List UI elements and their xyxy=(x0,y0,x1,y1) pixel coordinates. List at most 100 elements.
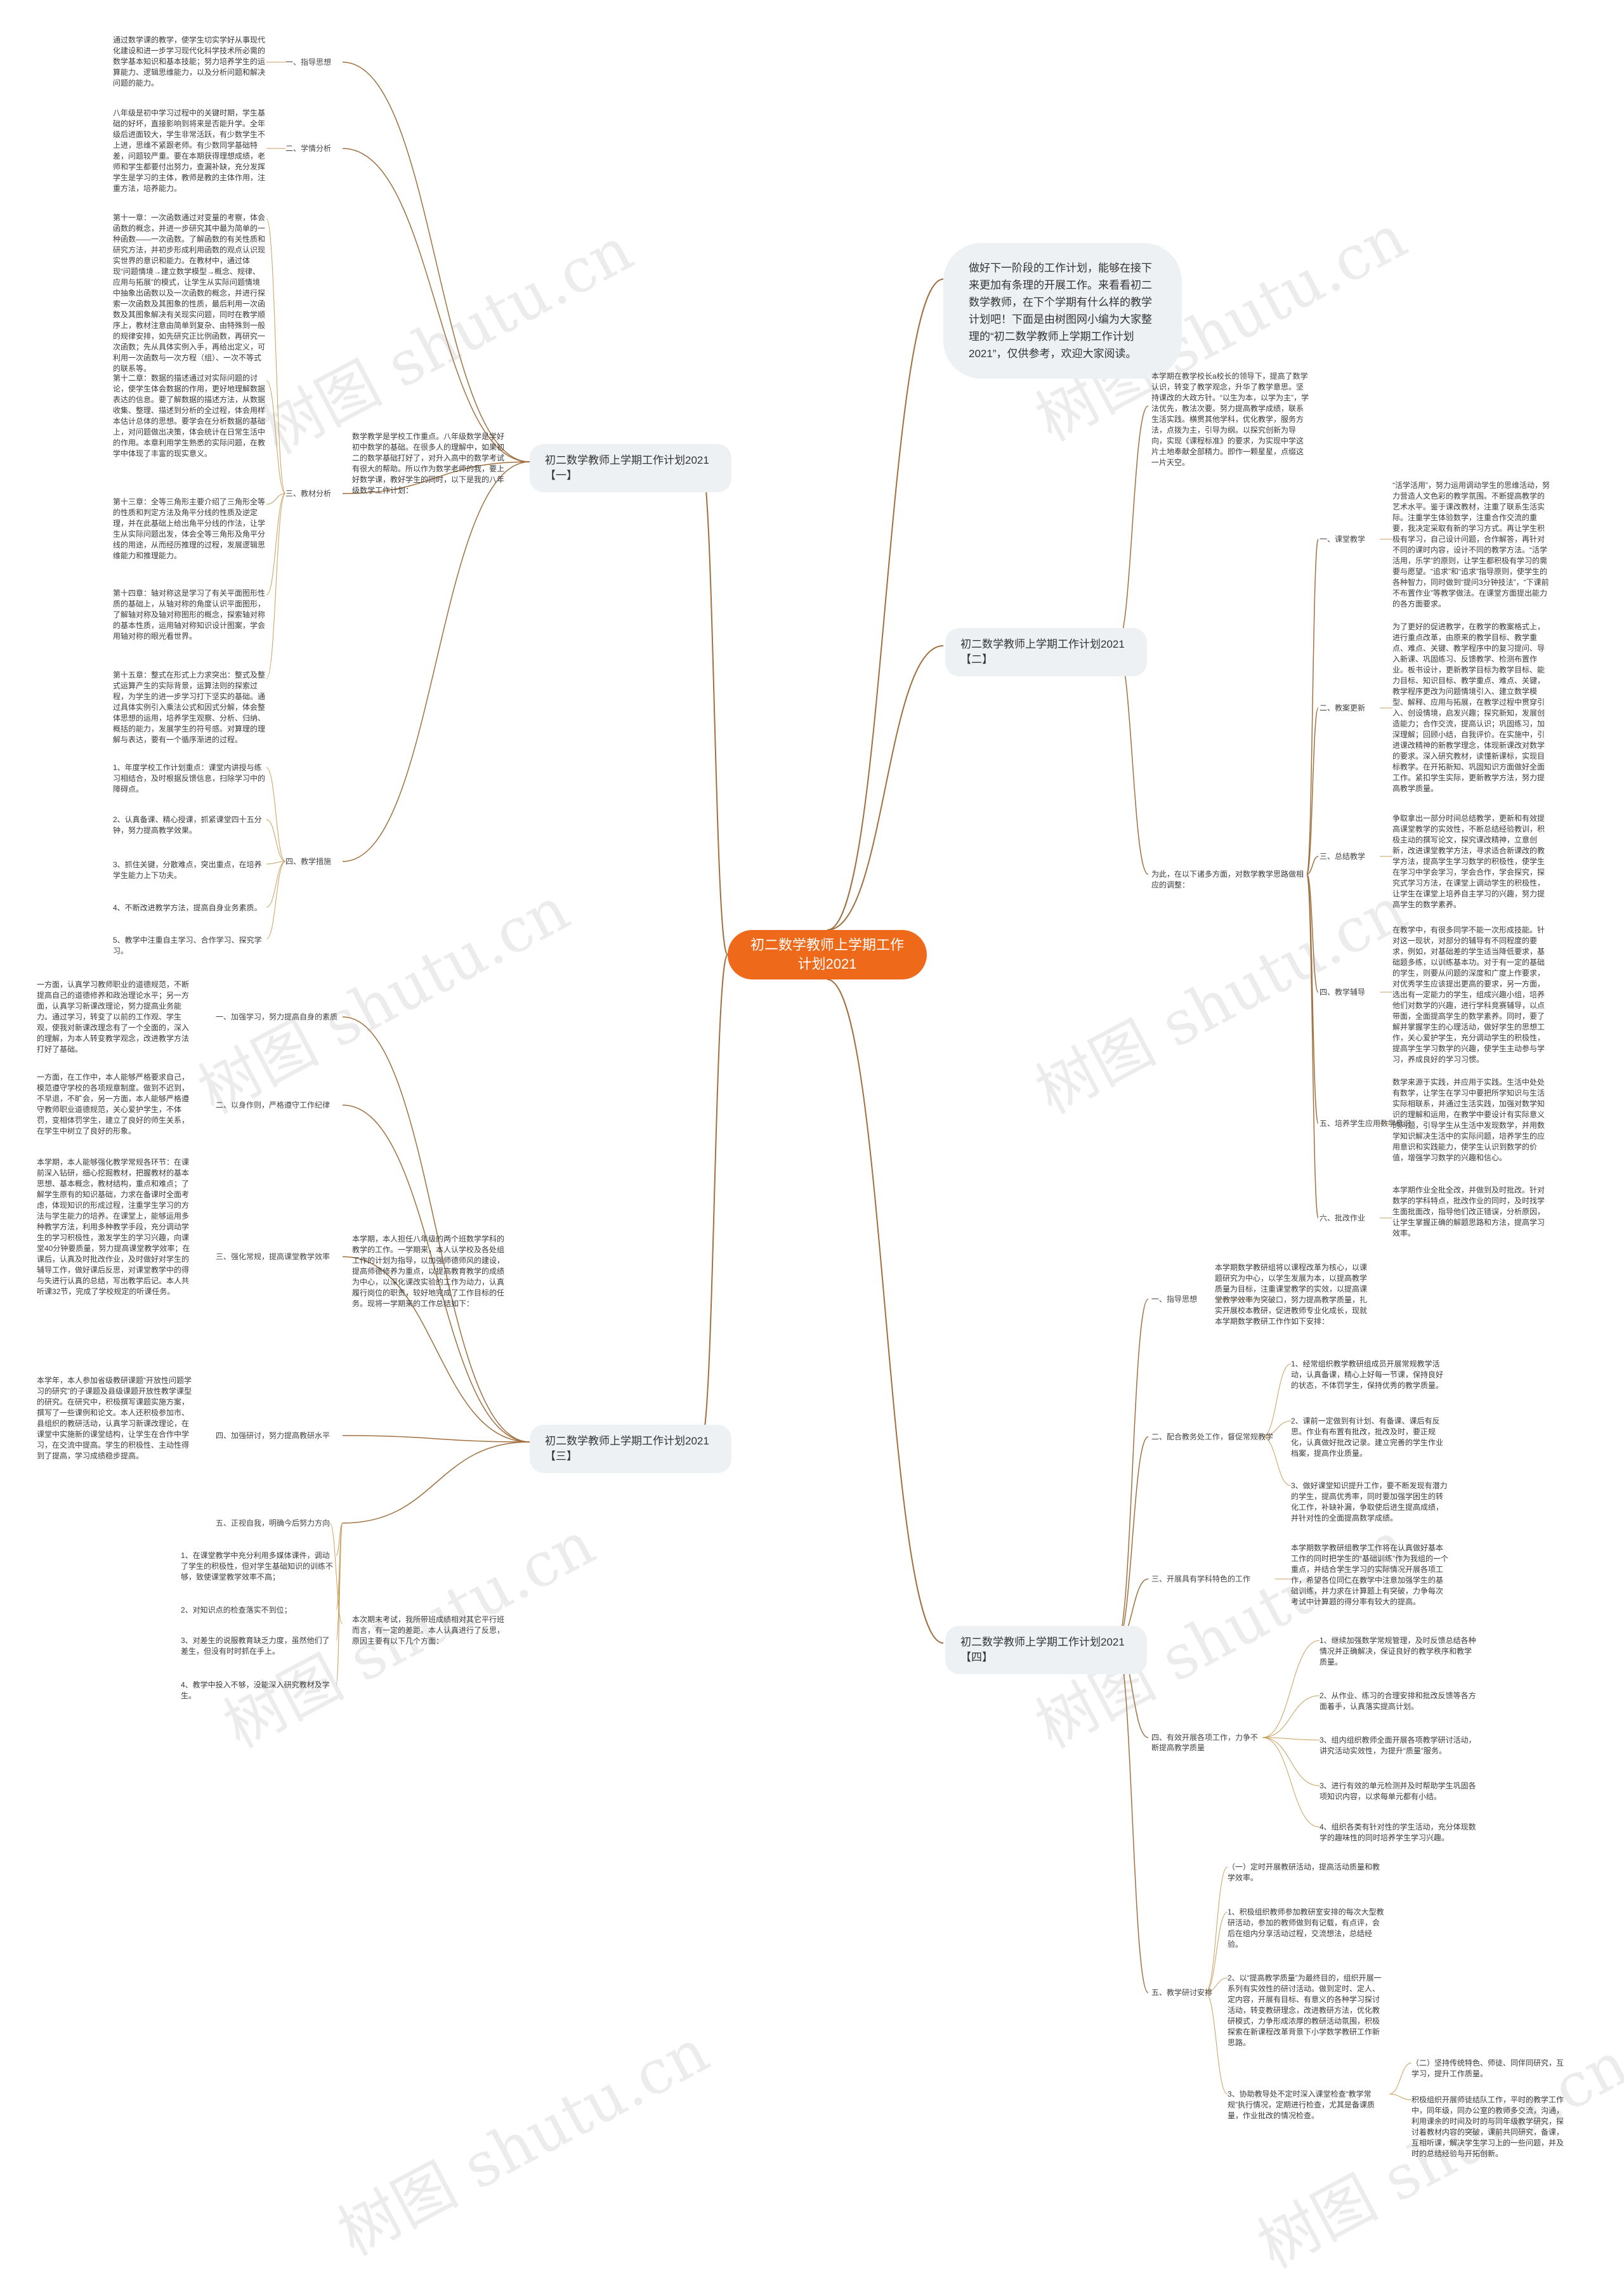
connector xyxy=(1205,1911,1228,1993)
b1-measure-item: 5、教学中注重自主学习、合作学习、探究学习。 xyxy=(113,936,262,955)
connector xyxy=(266,493,286,505)
connector xyxy=(1262,1737,1320,1828)
b2-section-text: 本学期作业全批全改，并做到及时批改。针对数学的学科特点，批改作业的同时，及时找学… xyxy=(1392,1186,1545,1238)
b4-section-label[interactable]: 五、教学研讨安排 xyxy=(1151,1988,1213,1997)
connector xyxy=(266,218,286,494)
connector xyxy=(266,493,286,596)
b3-section-text: 一方面，认真学习教师职业的道德规范，不断提高自己的道德修养和政治理论水平；另一方… xyxy=(37,980,190,1054)
connector xyxy=(329,1522,343,1625)
b3-reflection-item: 3、对差生的说服教育缺乏力度，虽然他们了差生，但没有时时抓在手上。 xyxy=(181,1636,330,1656)
b4-section-label[interactable]: 四、有效开展各项工作，力争不断提高教学质量 xyxy=(1151,1733,1259,1752)
b1-material-item: 第十二章：数据的描述通过对实际问题的讨论，使学生体会数据的作用，更好地理解数据表… xyxy=(113,374,266,458)
b2-section-label[interactable]: 四、教学辅导 xyxy=(1320,988,1366,997)
b4-work-item: 3、组内组织教师全面开展各项教学研讨活动，讲究活动实效性，为提升“质量”服务。 xyxy=(1320,1736,1476,1755)
connector xyxy=(1306,874,1319,1124)
b4-research-subitem: 积极组织开展师徒结队工作，平时的教学工作中，同年级，同办公室的教师多交流，沟通，… xyxy=(1411,2095,1564,2158)
connector xyxy=(342,461,530,494)
b4-routine-item: 3、做好课堂知识提升工作，要不断发现有潜力的学生，提高优秀率，同时要加强学困生的… xyxy=(1291,1481,1448,1522)
b4-research-item: 3、协助教导处不定时深入课堂检查“教学常规”执行情况，定期进行检查，尤其是备课质… xyxy=(1228,2090,1375,2120)
b2-section-text: 在教学中，有很多同学不能一次形成技能。针对这一现状，对部分的辅导有不同程度的要求… xyxy=(1392,926,1545,1064)
b4-research-item: 2、以“提高教学质量”为最终目的，组织开展一系列有实效性的研讨活动。做到定时、定… xyxy=(1228,1974,1382,2047)
b2-section-label[interactable]: 五、培养学生应用数学意识 xyxy=(1320,1119,1411,1128)
b3-section-text: 本学期，本人能够强化教学常规各环节：在课前深入钻研，细心挖掘教材，把握教材的基本… xyxy=(37,1158,190,1296)
branch-4-node[interactable]: 初二数学教师上学期工作计划2021 【四】 xyxy=(945,1626,1147,1674)
b1-material-item: 第十四章：轴对称这是学习了有关平面图形性质的基础上，从轴对称的角度认识平面图形，… xyxy=(113,589,266,641)
connector xyxy=(1262,1436,1292,1486)
connector xyxy=(827,979,944,1644)
connector xyxy=(336,1522,343,1686)
branch-2-summary: 本学期在教学校长a校长的领导下，提高了数学认识，转变了教学观念，升华了教学意思。… xyxy=(1151,372,1309,467)
b3-section-label[interactable]: 一、加强学习，努力提高自身的素质 xyxy=(216,1012,338,1021)
connector xyxy=(1116,405,1149,646)
branch-1-summary: 数学教学是学校工作重点。八年级数学是学好初中数学的基础。在很多人的理解中，如果初… xyxy=(352,432,505,495)
branch-2-node[interactable]: 初二数学教师上学期工作计划2021 【二】 xyxy=(945,628,1147,676)
b4-section-label[interactable]: 二、配合教务处工作，督促常规教学 xyxy=(1151,1432,1274,1441)
b1-section-text: 通过数学课的教学，使学生切实学好从事现代化建设和进一步学习现代化科学技术所必需的… xyxy=(113,36,266,88)
b2-section-label[interactable]: 六、批改作业 xyxy=(1320,1214,1366,1222)
connector xyxy=(1262,1363,1292,1437)
b3-reflection-item: 4、教学中投入不够，没能深入研究教材及学生。 xyxy=(181,1680,330,1700)
b3-section-text: 一方面，在工作中，本人能够严格要求自己，模范遵守学校的各项规章制度。做到不迟到，… xyxy=(37,1073,190,1136)
b4-section-text: （一）定时开展教研活动，提高活动质量和教学效率。 xyxy=(1228,1863,1380,1882)
connector xyxy=(1389,2093,1412,2100)
b4-work-item: 4、组织各类有针对性的学生活动，充分体现数学的趣味性的同时培养学生学习兴趣。 xyxy=(1320,1823,1476,1842)
connector xyxy=(266,493,286,679)
connector xyxy=(700,461,728,955)
connector xyxy=(342,1256,530,1443)
branch-1-node[interactable]: 初二数学教师上学期工作计划2021 【一】 xyxy=(530,444,731,492)
intro-node[interactable]: 做好下一阶段的工作计划，能够在接下来更加有条理的开展工作。来看看初二数学教师，在… xyxy=(943,243,1182,379)
connector xyxy=(342,1104,530,1443)
b1-section-label[interactable]: 四、教学措施 xyxy=(285,857,332,866)
b4-work-item: 3、进行有效的单元检测并及时帮助学生巩固各项知识内容，以求每单元都有小结。 xyxy=(1320,1781,1476,1801)
connector xyxy=(1306,874,1319,993)
b1-section-text: 八年级是初中学习过程中的关键时期，学生基础的好坏，直接影响到将来是否能升学。全年… xyxy=(113,108,266,193)
b3-section-label[interactable]: 二、以身作则，严格遵守工作纪律 xyxy=(216,1101,331,1110)
b4-routine-item: 1、经常组织教学教研组成员开展常规教学活动，认真备课，精心上好每一节课，保持良好… xyxy=(1291,1359,1444,1390)
b2-section-text: “活学活用”，努力运用调动学生的思维活动，努力营造人文色彩的教学氛围。不断提高教… xyxy=(1392,481,1550,608)
connector xyxy=(342,1441,530,1524)
b1-material-item: 第十三章：全等三角形主要介绍了三角形全等的性质和判定方法及角平分线的性质及逆定理… xyxy=(113,497,266,560)
b2-section-label[interactable]: 二、教案更新 xyxy=(1320,704,1366,712)
branch-3-node[interactable]: 初二数学教师上学期工作计划2021 【三】 xyxy=(530,1425,731,1473)
connector xyxy=(1116,645,1149,875)
connector xyxy=(266,380,286,494)
b2-section-text: 争取拿出一部分时间总结教学，更新和有效提高课堂教学的实效性，不断总结经验教训，积… xyxy=(1392,814,1545,909)
b1-material-item: 第十五章：整式在形式上力求突出：整式及整式运算产生的实际背景，运算法则的探索过程… xyxy=(113,671,266,744)
b3-section-text: 本学年，本人参加省级教研课题“开放性问题学习的研究”的子课题及县级课题开放性教学… xyxy=(37,1376,192,1460)
b3-section-label[interactable]: 四、加强研讨，努力提高教研水平 xyxy=(216,1431,331,1440)
connector xyxy=(342,1435,530,1443)
root-node[interactable]: 初二数学教师上学期工作 计划2021 xyxy=(728,930,927,979)
b4-work-item: 2、从作业、练习的合理安排和批改反馈等各方面着手，认真落实提高计划。 xyxy=(1320,1691,1476,1711)
connector xyxy=(266,861,286,940)
b1-measure-item: 3、抓住关键，分散难点，突出重点，在培养学生能力上下功夫。 xyxy=(113,860,262,880)
branch-2-intro: 为此，在以下诸多方面，对数学教学思路做相应的调整： xyxy=(1151,870,1304,889)
b4-research-subitem: （二）坚持传统特色、师徒、同伴同研究，互学习，提升工作质量。 xyxy=(1411,2059,1564,2078)
b1-section-label[interactable]: 三、教材分析 xyxy=(285,489,332,498)
b4-section-label[interactable]: 一、指导思想 xyxy=(1151,1295,1198,1304)
connector xyxy=(1262,1737,1320,1786)
b4-work-item: 1、继续加强数学常规管理，及时反馈总结各种情况并正确解决，保证良好的教学秩序和教… xyxy=(1320,1636,1476,1666)
b4-research-item: 1、积极组织教师参加教研室安排的每次大型教研活动，参加的教师做到有记载，有点评，… xyxy=(1228,1908,1384,1949)
connector xyxy=(1262,1695,1320,1738)
b4-section-text: 本学期数学教研组将以课程改革为核心，以课题研究为中心，以学生发展为本，以提高教学… xyxy=(1215,1263,1368,1326)
connector-lines xyxy=(266,62,1412,2100)
b4-section-label[interactable]: 三、开展具有学科特色的工作 xyxy=(1151,1575,1251,1583)
b2-section-text: 为了更好的促进教学，在教学的教案格式上，进行重点改革，由原来的教学目标、教学重点… xyxy=(1392,622,1545,793)
b3-section-label[interactable]: 三、强化常规，提高课堂教学效率 xyxy=(216,1252,331,1261)
b2-section-label[interactable]: 三、总结教学 xyxy=(1320,852,1366,861)
b1-section-label[interactable]: 一、指导思想 xyxy=(285,58,332,67)
connector xyxy=(1205,1977,1228,1993)
connector xyxy=(1262,1420,1292,1437)
connector xyxy=(266,861,286,865)
b3-reflection-item: 1、在课堂教学中充分利用多媒体课件，调动了学生的积极性，但对学生基础知识的训练不… xyxy=(181,1551,334,1581)
b1-section-label[interactable]: 二、学情分析 xyxy=(285,144,332,153)
connector xyxy=(1306,874,1319,1219)
b3-reflection-item: 2、对知识点的检查落实不到位； xyxy=(181,1606,292,1614)
b2-section-label[interactable]: 一、课堂教学 xyxy=(1320,535,1366,544)
connector xyxy=(1262,1640,1320,1738)
connector xyxy=(1116,1642,1149,1993)
b3-section-label[interactable]: 五、正视自我，明确今后努力方向 xyxy=(216,1519,331,1528)
connector xyxy=(342,1016,530,1443)
connector xyxy=(266,861,286,908)
connector xyxy=(1306,707,1319,875)
